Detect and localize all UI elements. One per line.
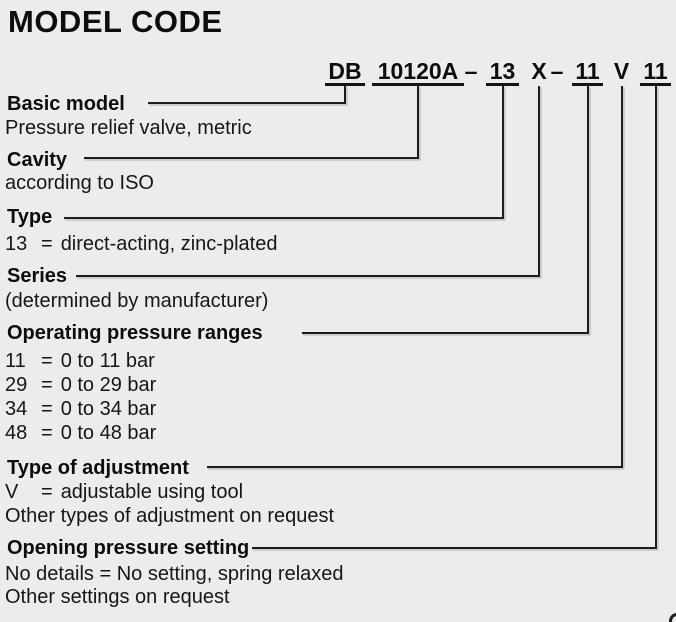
code-segment-pressure-setting: 11 <box>640 59 671 86</box>
pressure-range-text: 0 to 48 bar <box>60 422 157 444</box>
code-segment-type: 13 <box>486 59 519 86</box>
code-segment-adjustment: V <box>613 58 630 84</box>
code-dash-1: – <box>464 58 478 84</box>
section-label-basic-model: Basic model <box>7 93 125 115</box>
pressure-range-option-11: 11 = 0 to 11 bar <box>5 350 155 373</box>
connector-cavity-vertical <box>417 86 419 159</box>
connector-series-vertical <box>538 86 540 277</box>
cavity-description: according to ISO <box>5 172 154 194</box>
section-label-pressure-setting: Opening pressure setting <box>7 537 250 559</box>
pressure-range-text: 0 to 29 bar <box>60 374 157 396</box>
connector-pressure-setting-horizontal <box>252 547 657 549</box>
section-label-series: Series <box>7 265 68 287</box>
adjustment-option-v: V = adjustable using tool <box>5 481 243 504</box>
code-dash-2: – <box>550 58 564 84</box>
code-segment-series: X <box>531 58 547 84</box>
pressure-range-code: 11 <box>5 350 26 372</box>
section-label-adjustment: Type of adjustment <box>7 457 189 479</box>
adjustment-code: V <box>5 481 19 503</box>
connector-adjustment-horizontal <box>207 466 623 468</box>
adjustment-note: Other types of adjustment on request <box>5 505 335 527</box>
scan-artifact <box>669 613 676 622</box>
connector-basic-model-vertical <box>344 86 346 104</box>
connector-pressure-setting-vertical <box>655 86 657 549</box>
section-label-type: Type <box>7 206 53 228</box>
type-option-code: 13 <box>5 233 28 255</box>
equals-sign: = <box>41 350 53 372</box>
pressure-range-option-48: 48 = 0 to 48 bar <box>5 422 156 445</box>
equals-sign: = <box>41 398 53 420</box>
connector-type-vertical <box>502 86 504 219</box>
section-label-cavity: Cavity <box>7 149 68 171</box>
type-option-13: 13 = direct-acting, zinc-plated <box>5 233 277 256</box>
connector-basic-model-horizontal <box>148 102 346 104</box>
pressure-range-code: 34 <box>5 398 28 420</box>
connector-type-horizontal <box>64 217 504 219</box>
pressure-range-option-34: 34 = 0 to 34 bar <box>5 398 156 421</box>
section-label-pressure-ranges: Operating pressure ranges <box>7 322 263 344</box>
pressure-range-code: 29 <box>5 374 28 396</box>
code-segment-cavity: 10120A <box>372 59 464 86</box>
code-segment-pressure-range: 11 <box>572 59 603 86</box>
connector-pressure-range-horizontal <box>302 332 589 334</box>
connector-series-horizontal <box>76 275 540 277</box>
series-description: (determined by manufacturer) <box>5 290 269 312</box>
equals-sign: = <box>41 374 53 396</box>
page-title: MODEL CODE <box>8 4 223 39</box>
pressure-setting-note: Other settings on request <box>5 586 230 608</box>
type-option-text: direct-acting, zinc-plated <box>60 233 278 255</box>
connector-cavity-horizontal <box>84 157 419 159</box>
connector-adjustment-vertical <box>621 86 623 468</box>
pressure-setting-default: No details = No setting, spring relaxed <box>5 563 344 585</box>
adjustment-text: adjustable using tool <box>60 481 244 503</box>
code-segment-basic-model: DB <box>325 59 365 86</box>
connector-pressure-range-vertical <box>587 86 589 334</box>
basic-model-description: Pressure relief valve, metric <box>5 117 252 139</box>
pressure-range-text: 0 to 34 bar <box>60 398 157 420</box>
equals-sign: = <box>41 422 53 444</box>
pressure-range-code: 48 <box>5 422 28 444</box>
equals-sign: = <box>41 481 53 503</box>
equals-sign: = <box>41 233 53 255</box>
pressure-range-option-29: 29 = 0 to 29 bar <box>5 374 156 397</box>
pressure-range-text: 0 to 11 bar <box>60 350 155 372</box>
